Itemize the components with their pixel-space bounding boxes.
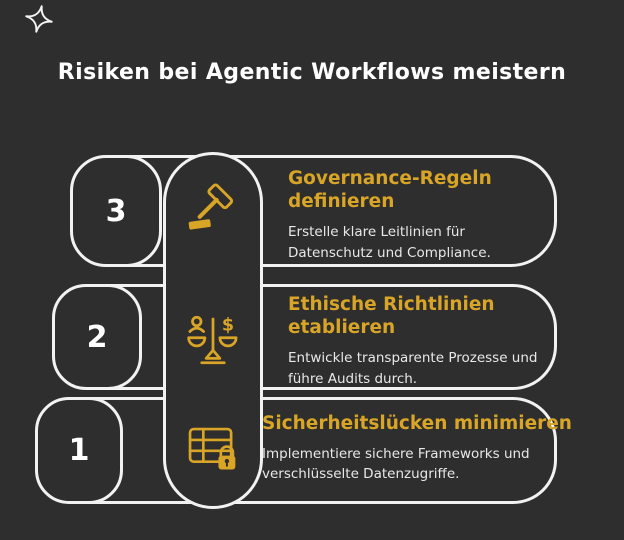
step-2-number: 2: [86, 319, 108, 355]
ethics-scale-icon: $: [187, 315, 238, 365]
step-1-number: 1: [68, 433, 90, 468]
page-title: Risiken bei Agentic Workflows meistern: [57, 60, 567, 85]
sparkle-icon: [25, 5, 53, 33]
step-2-number-bubble: 2: [52, 284, 142, 390]
step-3-description: Erstelle klare Leitlinien für Datenschut…: [288, 224, 491, 261]
step-3-number-bubble: 3: [70, 155, 162, 267]
step-3-number: 3: [105, 193, 127, 229]
step-2-text: Ethische Richtlinien etablieren Entwickl…: [288, 293, 560, 389]
step-2-title: Ethische Richtlinien etablieren: [288, 294, 495, 339]
svg-text:$: $: [222, 315, 234, 335]
gavel-icon: [188, 183, 234, 230]
step-3-text: Governance-Regeln definieren Erstelle kl…: [288, 167, 560, 263]
step-1-description: Implementiere sichere Frameworks und ver…: [262, 446, 530, 483]
icon-column: $: [163, 152, 263, 509]
step-1-text: Sicherheitslücken minimieren Implementie…: [262, 412, 572, 485]
step-1-title: Sicherheitslücken minimieren: [262, 413, 572, 434]
database-lock-icon: [188, 427, 236, 470]
step-3-title: Governance-Regeln definieren: [288, 168, 492, 213]
step-1-number-bubble: 1: [35, 397, 123, 504]
step-2-description: Entwickle transparente Prozesse und führ…: [288, 350, 538, 387]
